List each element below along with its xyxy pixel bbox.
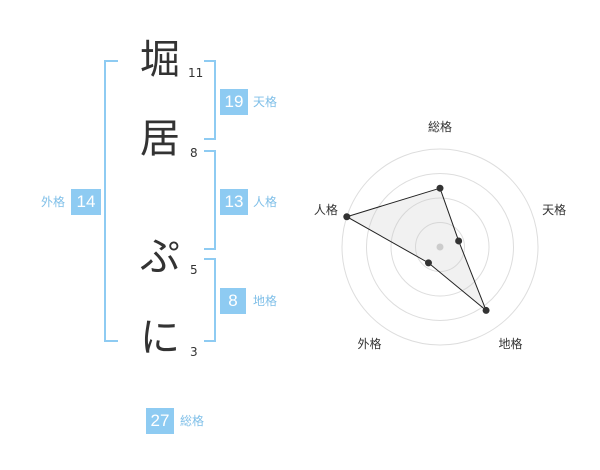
tenkaku-label: 天格	[253, 95, 278, 109]
stroke-count-3: 5	[190, 263, 198, 277]
radar-point	[343, 213, 351, 221]
tenkaku-bracket	[204, 60, 216, 140]
radar-axis-label: 総格	[428, 119, 452, 134]
stroke-count-4: 3	[190, 345, 198, 359]
radar-axis-label: 天格	[542, 202, 566, 217]
jinkaku-badge: 13	[220, 189, 248, 215]
name-char-2: 居	[140, 116, 180, 162]
stroke-count-2: 8	[190, 146, 198, 160]
jinkaku-bracket	[204, 150, 216, 250]
soukaku-badge: 27	[146, 408, 174, 434]
radar-point	[482, 306, 490, 314]
gaikaku-bracket	[104, 60, 118, 342]
chikaku-badge: 8	[220, 288, 246, 314]
chikaku-label: 地格	[253, 294, 278, 308]
radar-axis-label: 人格	[314, 202, 338, 217]
soukaku-label: 総格	[180, 414, 205, 428]
radar-polygon	[345, 187, 487, 311]
gaikaku-label: 外格	[41, 195, 66, 209]
radar-grid	[341, 148, 539, 346]
gaikaku-badge: 14	[71, 189, 101, 215]
radar-center-dot	[436, 243, 444, 251]
jinkaku-label: 人格	[253, 195, 278, 209]
radar-point	[455, 237, 463, 245]
radar-ring	[415, 222, 465, 272]
name-char-1: 堀	[140, 37, 180, 83]
radar-ring	[341, 148, 539, 346]
radar-ring	[366, 173, 514, 321]
radar-axis-label: 地格	[499, 336, 523, 351]
radar-point	[424, 259, 432, 267]
name-char-3: ぷ	[140, 234, 180, 280]
chikaku-bracket	[204, 258, 216, 342]
radar-ring	[390, 197, 490, 297]
radar-axis-label: 外格	[357, 336, 381, 351]
radar-point	[436, 184, 444, 192]
tenkaku-badge: 19	[220, 89, 248, 115]
stroke-count-1: 11	[188, 66, 204, 80]
name-char-4: に	[140, 315, 180, 361]
